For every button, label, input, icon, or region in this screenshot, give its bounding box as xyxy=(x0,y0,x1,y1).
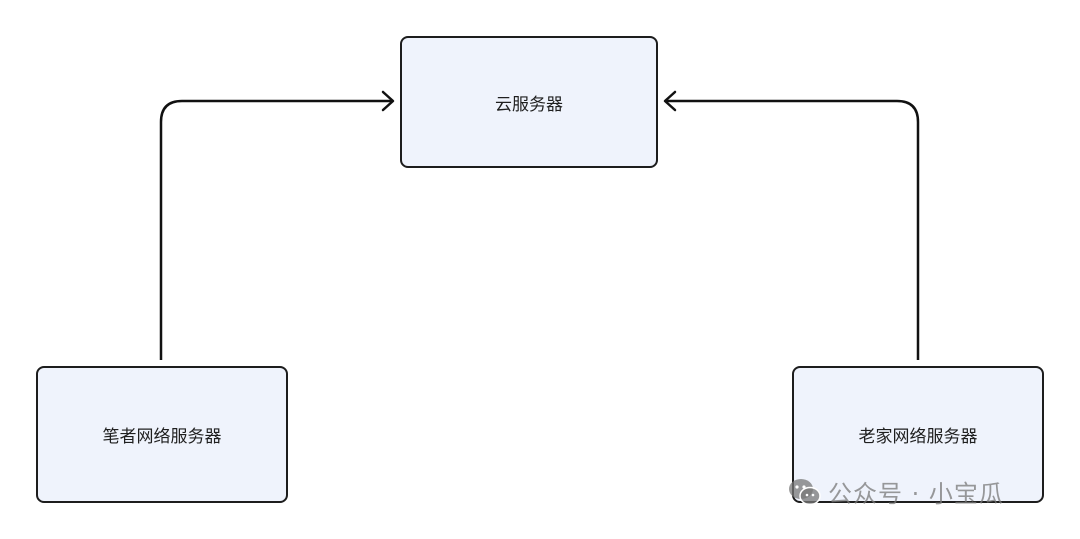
edge-author-to-cloud xyxy=(159,99,393,360)
node-home-server[interactable]: 老家网络服务器 xyxy=(792,366,1044,503)
arrowhead-right-edge xyxy=(663,90,677,112)
arrowhead-left-edge xyxy=(381,90,395,112)
node-cloud-server-label: 云服务器 xyxy=(495,94,563,115)
node-cloud-server[interactable]: 云服务器 xyxy=(400,36,658,168)
edge-home-to-cloud xyxy=(665,99,920,360)
node-author-server-label: 笔者网络服务器 xyxy=(102,427,222,447)
node-author-server[interactable]: 笔者网络服务器 xyxy=(36,366,288,503)
node-home-server-label: 老家网络服务器 xyxy=(858,427,978,447)
watermark-text: 公众号 · 小宝瓜 xyxy=(828,480,1004,508)
wechat-icon xyxy=(789,478,821,505)
watermark: 公众号 · 小宝瓜 xyxy=(788,474,1004,509)
